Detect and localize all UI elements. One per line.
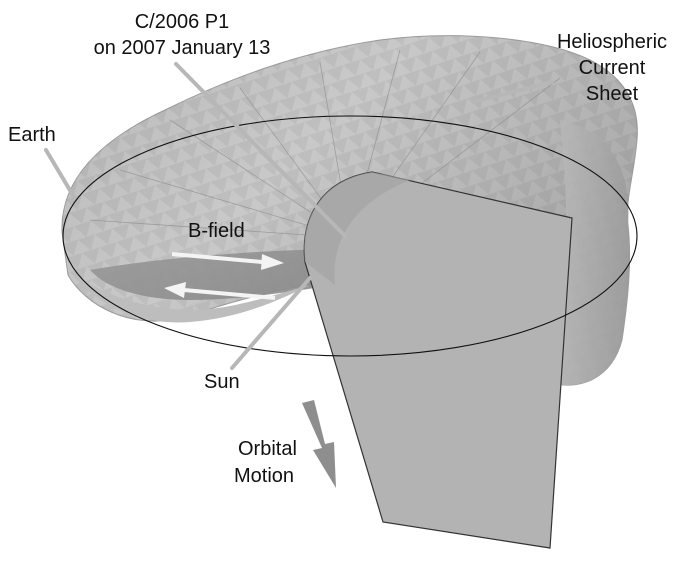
hcs-label-line2: Current	[579, 57, 646, 79]
b-field-label: B-field	[188, 220, 245, 242]
sun-pointer	[230, 276, 312, 370]
hcs-label-line1: Heliospheric	[557, 31, 667, 53]
diagram-labels: C/2006 P1 on 2007 January 13 Heliospheri…	[8, 11, 667, 487]
earth-label: Earth	[8, 124, 56, 146]
comet-label-line1: C/2006 P1	[135, 11, 230, 33]
motion-label-line1: Orbital	[238, 438, 297, 460]
pointer-lines	[44, 62, 554, 370]
orbital-motion-arrow	[302, 400, 336, 488]
motion-label-line2: Motion	[234, 465, 294, 487]
b-field-arrow-outward	[171, 252, 284, 270]
comet-label-line2: on 2007 January 13	[94, 37, 271, 59]
orbital-plane-panel	[303, 171, 573, 549]
earth-pointer	[44, 148, 76, 199]
hcs-label-line3: Sheet	[586, 83, 639, 105]
b-field-arrow-inward	[164, 282, 276, 300]
earth-orbit	[62, 115, 638, 357]
b-field-arrows	[164, 252, 284, 300]
hcs-pointer	[471, 80, 554, 104]
sun-label: Sun	[204, 371, 240, 393]
comet-pointer	[174, 62, 347, 238]
